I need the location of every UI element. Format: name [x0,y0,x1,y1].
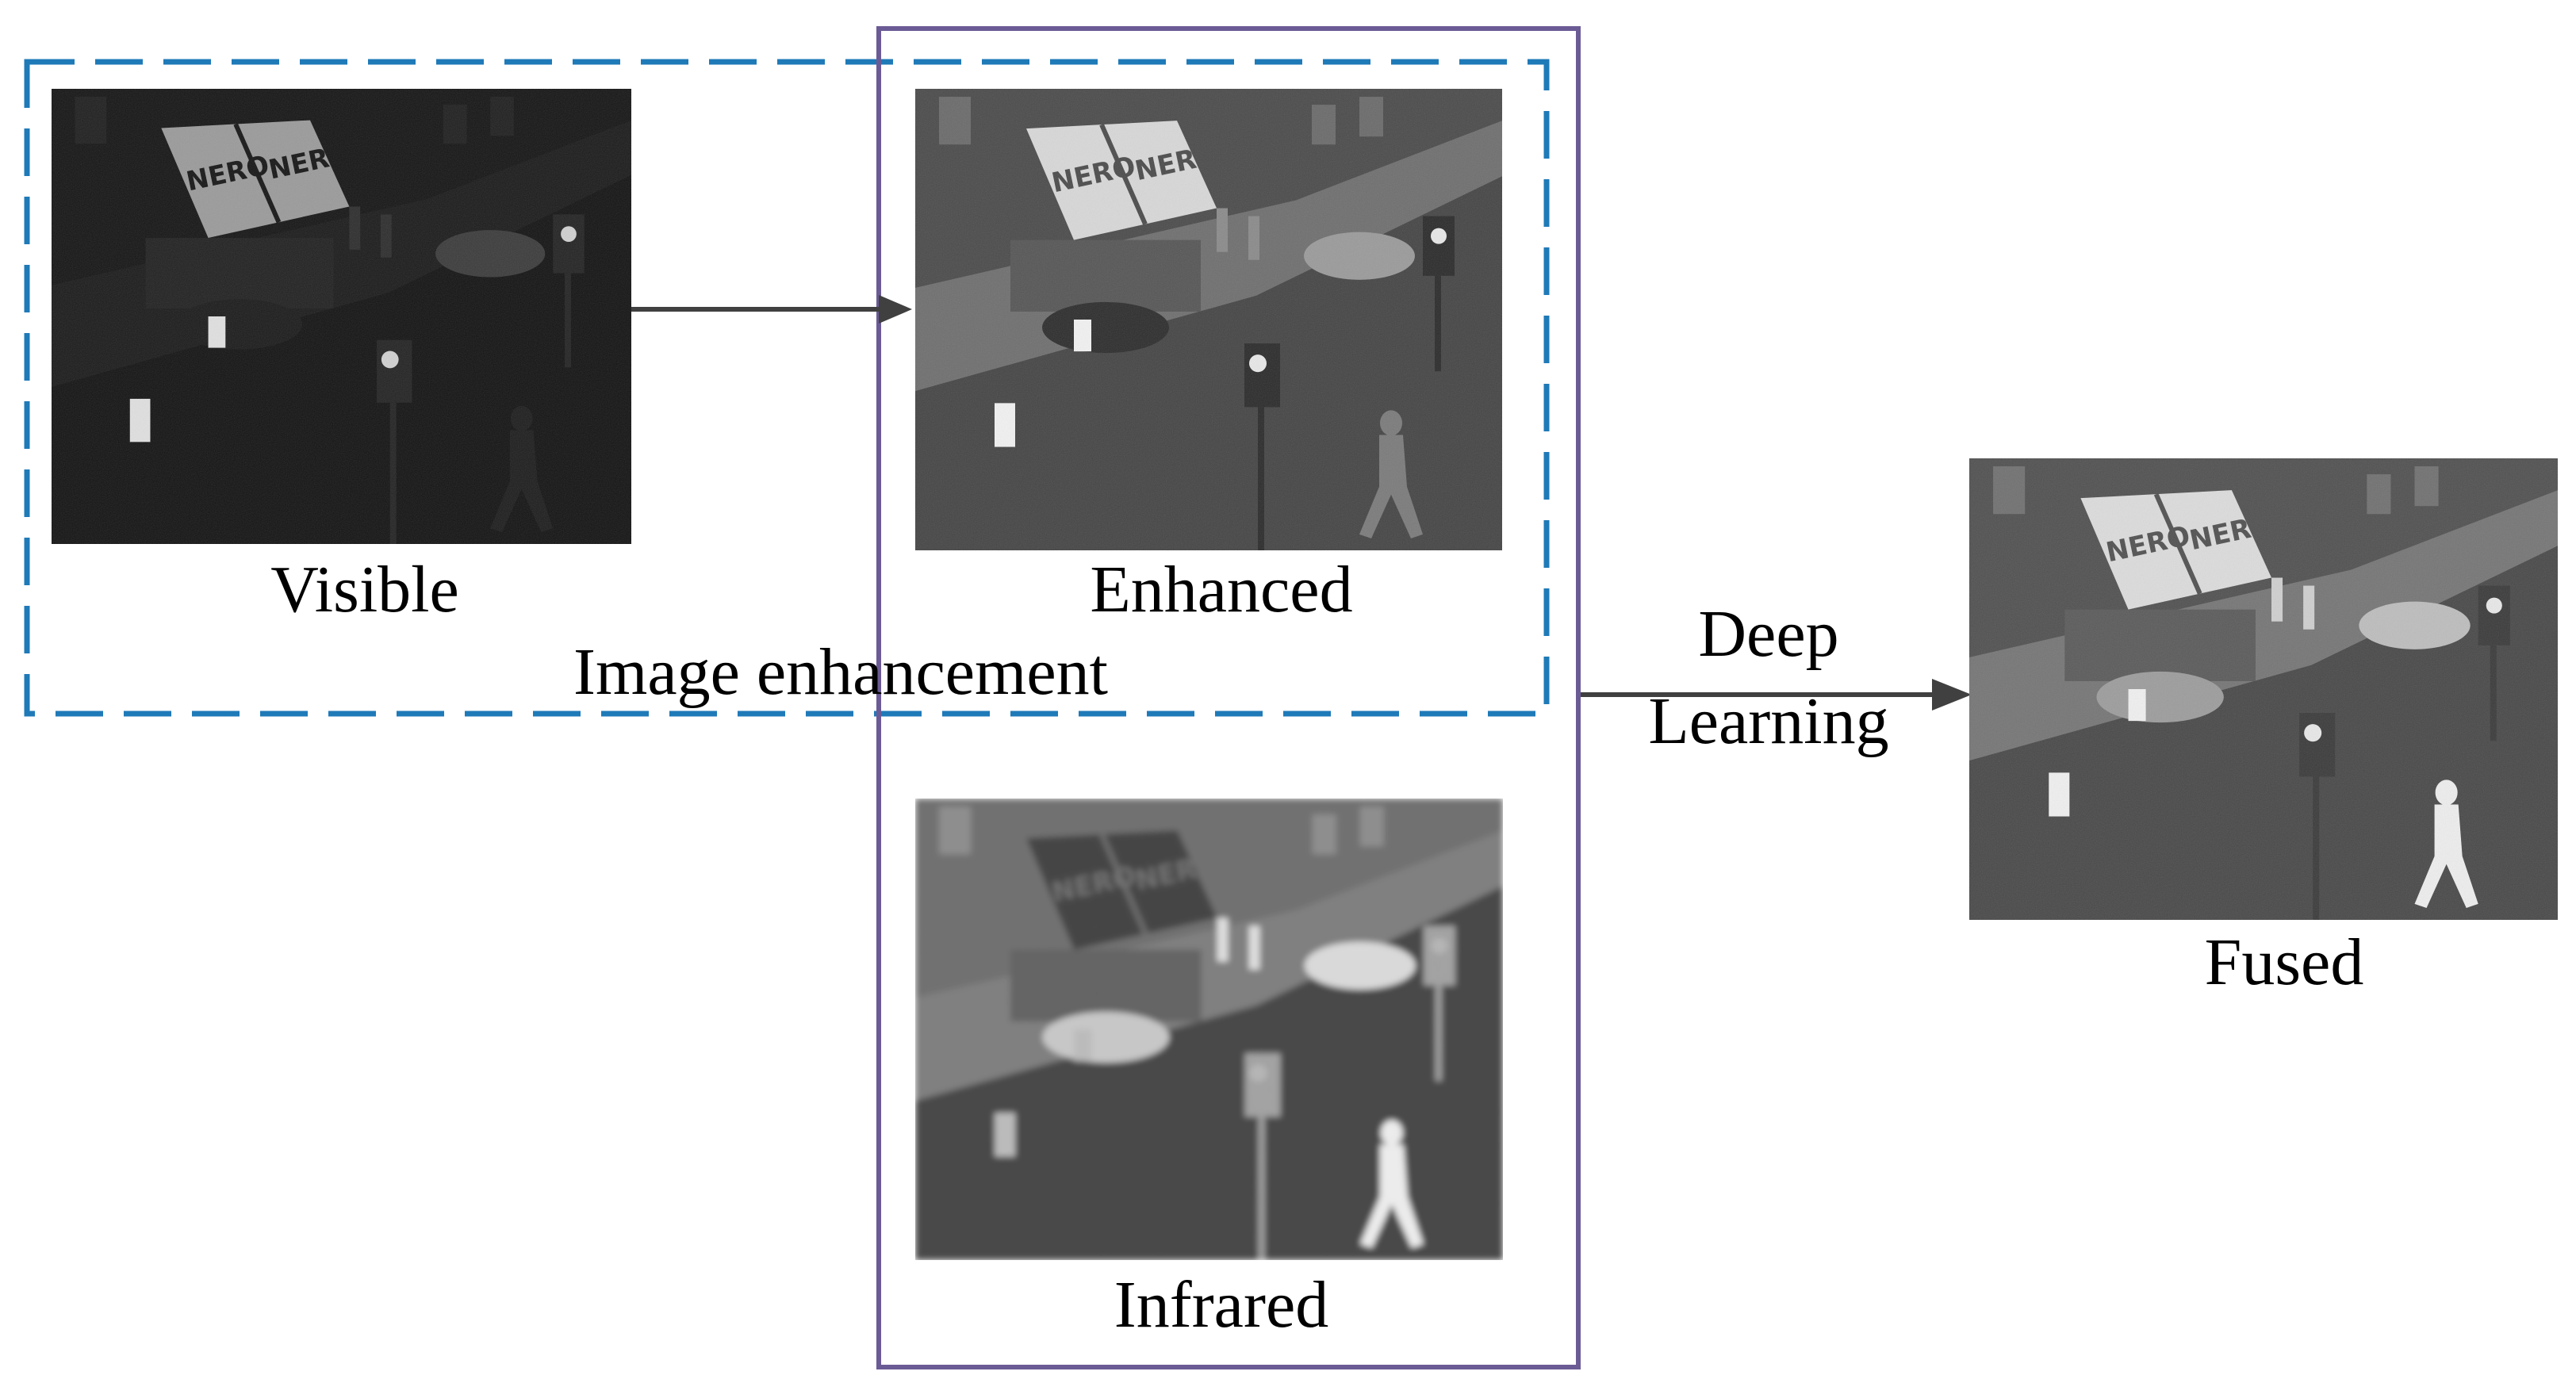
image-enhancement-box [24,59,1550,717]
arrow-visible-to-enhanced [631,295,912,324]
enhanced-image [915,89,1502,550]
visible-label: Visible [270,553,459,626]
enhanced-label: Enhanced [1090,553,1353,626]
infrared-label: Infrared [1114,1268,1329,1342]
image-enhancement-label: Image enhancement [573,635,1108,709]
fused-image [1969,458,2558,920]
fused-label: Fused [2204,925,2364,999]
fusion-input-box [876,26,1581,1369]
arrow-to-fused [1581,679,1972,711]
deep-learning-label-line1: Deep [1698,597,1839,671]
deep-learning-label-line2: Learning [1648,684,1889,758]
visible-image [52,89,631,544]
infrared-image [915,799,1503,1260]
